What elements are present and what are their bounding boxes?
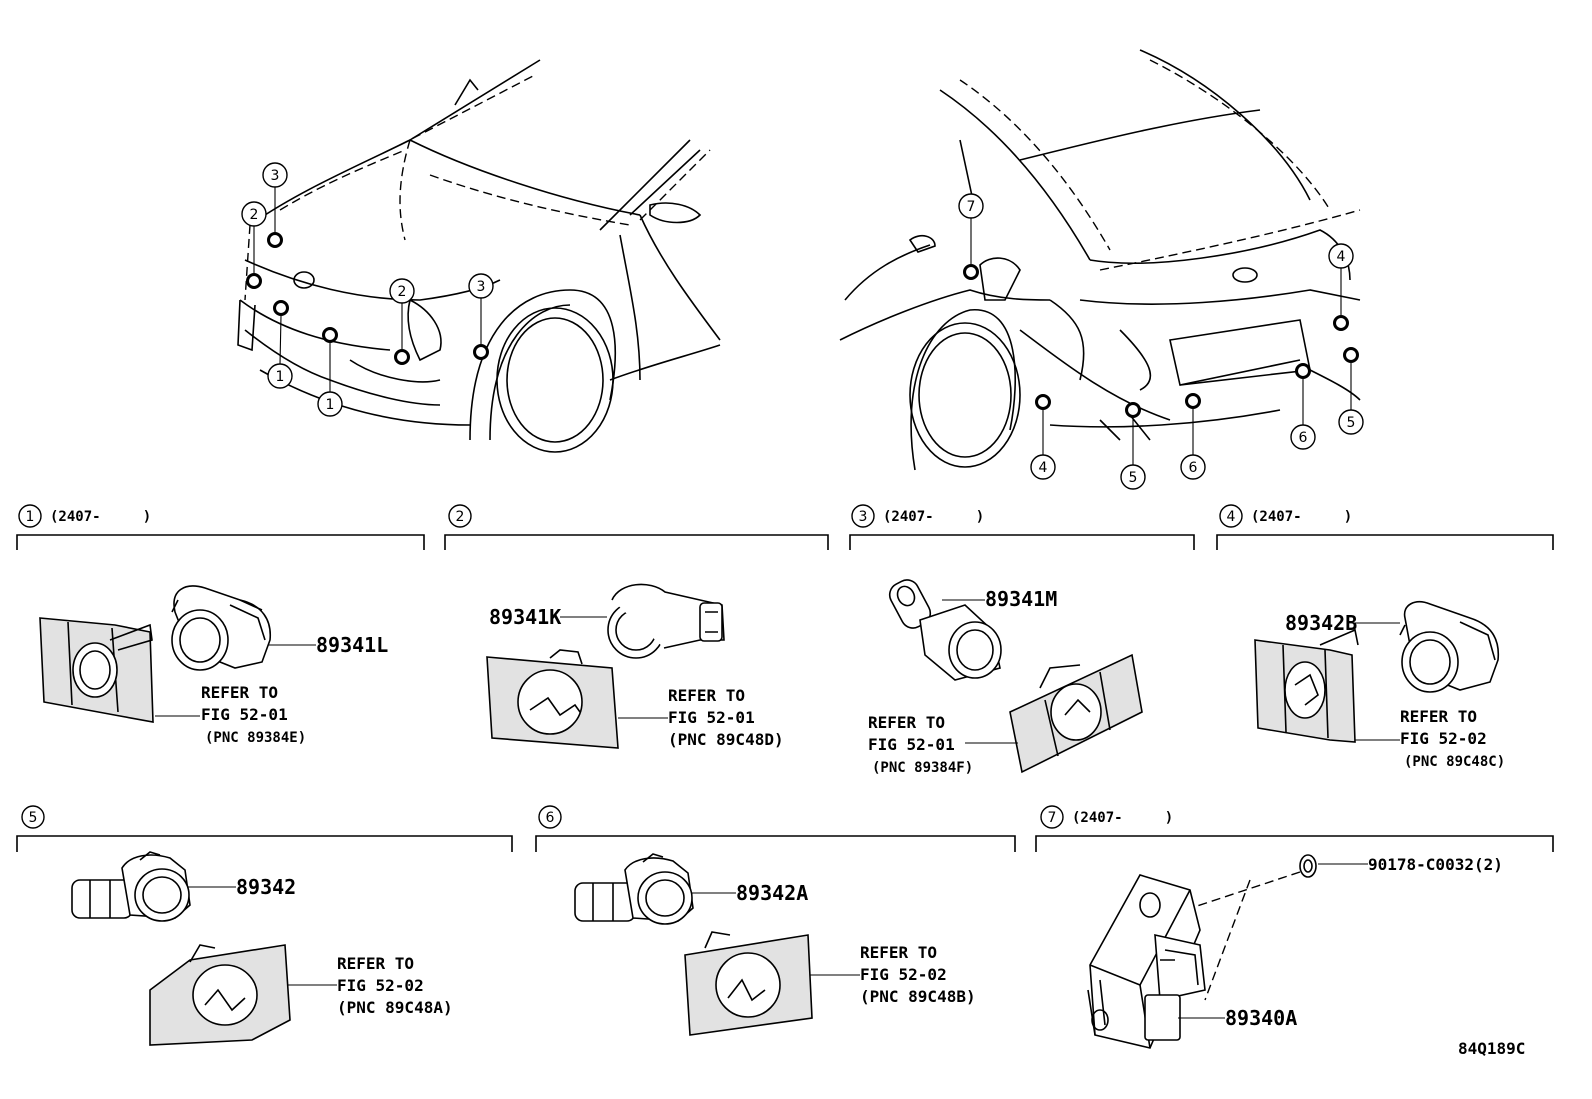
callout-rear-5a: 5 [1338,409,1364,435]
svg-text:5: 5 [1347,415,1356,431]
section-2-parts: 89341K REFER TO FIG 52-01 (PNC 89C48D) [486,583,784,749]
section-7-parts: 90178-C0032(2) 89340A [1087,854,1503,1049]
section-5-parts: 89342 REFER TO FIG 52-02 (PNC 89C48A) [71,851,453,1046]
rear-car-illustration [839,49,1361,471]
svg-text:90178-C0032(2): 90178-C0032(2) [1368,855,1503,874]
section-3-header: 3 (2407- ) [849,504,1195,550]
callout-front-1a: 1 [267,363,293,389]
svg-text:5: 5 [29,810,38,826]
sensor-retainer-1 [39,617,154,723]
sensor-retainer-2 [486,649,619,749]
section-4-header: 4 (2407- ) [1216,504,1554,550]
svg-text:REFER TO: REFER TO [668,686,745,705]
section-headers: 1 (2407- ) 2 3 (2407- ) 4 (2407- ) 5 [16,504,1554,852]
svg-text:(PNC 89384F): (PNC 89384F) [872,760,973,776]
svg-text:6: 6 [546,810,555,826]
svg-text:89341K: 89341K [489,605,561,629]
section-1-parts: 89341L REFER TO FIG 52-01 (PNC 89384E) [39,585,388,746]
svg-text:REFER TO: REFER TO [860,943,937,962]
sensor-retainer-4 [1254,628,1359,743]
parking-sensor-5 [71,851,191,922]
callout-rear-7: 7 [958,193,984,219]
svg-text:89342B: 89342B [1285,611,1357,635]
svg-text:7: 7 [967,199,976,215]
svg-text:4: 4 [1039,460,1048,476]
callout-front-3a: 3 [262,162,288,188]
svg-text:(PNC 89C48D): (PNC 89C48D) [668,730,784,749]
front-sensor-markers: 3 2 1 1 2 3 [241,162,494,417]
svg-text:(2407- ): (2407- ) [883,509,984,525]
section-4-parts: 89342B REFER TO FIG 52-02 (PNC 89C48C) [1254,601,1505,770]
diagram-id: 84Q189C [1458,1039,1525,1058]
svg-text:5: 5 [1129,470,1138,486]
svg-text:(2407- ): (2407- ) [1072,810,1173,826]
sensor-retainer-6 [684,931,813,1036]
svg-text:6: 6 [1299,430,1308,446]
sensor-retainer-3 [1009,653,1143,774]
callout-front-1b: 1 [317,391,343,417]
svg-text:REFER TO: REFER TO [337,954,414,973]
svg-text:4: 4 [1227,509,1236,525]
callout-rear-6b: 6 [1290,424,1316,450]
svg-text:3: 3 [477,279,486,295]
svg-text:FIG 52-01: FIG 52-01 [668,708,755,727]
callout-rear-4b: 4 [1030,454,1056,480]
svg-text:89341M: 89341M [985,587,1057,611]
svg-text:89341L: 89341L [316,633,388,657]
svg-text:1: 1 [276,369,285,385]
svg-text:(2407- ): (2407- ) [1251,509,1352,525]
callout-front-2b: 2 [389,278,415,304]
parking-sensor-1 [171,585,271,671]
callout-rear-5b: 5 [1120,464,1146,490]
svg-text:89342A: 89342A [736,881,808,905]
svg-text:6: 6 [1189,460,1198,476]
front-car-illustration [237,59,721,453]
svg-text:FIG 52-01: FIG 52-01 [201,705,288,724]
svg-text:3: 3 [859,509,868,525]
callout-rear-4a: 4 [1328,243,1354,269]
parking-sensor-2 [607,583,725,659]
svg-text:FIG 52-02: FIG 52-02 [1400,729,1487,748]
svg-text:7: 7 [1048,810,1057,826]
svg-text:(PNC 89C48C): (PNC 89C48C) [1404,754,1505,770]
svg-text:(2407- ): (2407- ) [50,509,151,525]
svg-text:2: 2 [456,509,465,525]
section-3-parts: 89341M REFER TO FIG 52-01 (PNC 89384F) [868,579,1143,776]
svg-text:FIG 52-02: FIG 52-02 [337,976,424,995]
parking-sensor-4 [1399,601,1500,693]
svg-text:89342: 89342 [236,875,296,899]
svg-text:1: 1 [26,509,35,525]
section-2-header: 2 [444,504,829,550]
callout-rear-6a: 6 [1180,454,1206,480]
svg-text:3: 3 [271,168,280,184]
parking-sensor-6 [574,853,694,925]
svg-text:(PNC 89C48B): (PNC 89C48B) [860,987,976,1006]
svg-text:(PNC 89C48A): (PNC 89C48A) [337,998,453,1017]
svg-text:REFER TO: REFER TO [201,683,278,702]
section-5-header: 5 [16,805,513,852]
sensor-retainer-5 [149,944,291,1046]
rear-sensor-markers: 7 4 5 4 5 6 6 [958,193,1364,490]
clip-90178 [1299,854,1317,878]
svg-text:FIG 52-02: FIG 52-02 [860,965,947,984]
callout-front-2a: 2 [241,201,267,227]
svg-text:4: 4 [1337,249,1346,265]
parking-sensor-3 [888,579,1002,681]
section-6-parts: 89342A REFER TO FIG 52-02 (PNC 89C48B) [574,853,976,1036]
section-6-header: 6 [535,805,1016,852]
section-1-header: 1 (2407- ) [16,504,425,550]
svg-text:2: 2 [398,284,407,300]
section-7-header: 7 (2407- ) [1035,805,1554,852]
svg-text:89340A: 89340A [1225,1006,1297,1030]
svg-text:REFER TO: REFER TO [1400,707,1477,726]
callout-front-3b: 3 [468,273,494,299]
parking-sensor-ecu [1087,874,1206,1049]
svg-text:(PNC 89384E): (PNC 89384E) [205,730,306,746]
svg-text:2: 2 [250,207,259,223]
svg-text:REFER TO: REFER TO [868,713,945,732]
svg-text:1: 1 [326,397,335,413]
svg-text:FIG 52-01: FIG 52-01 [868,735,955,754]
